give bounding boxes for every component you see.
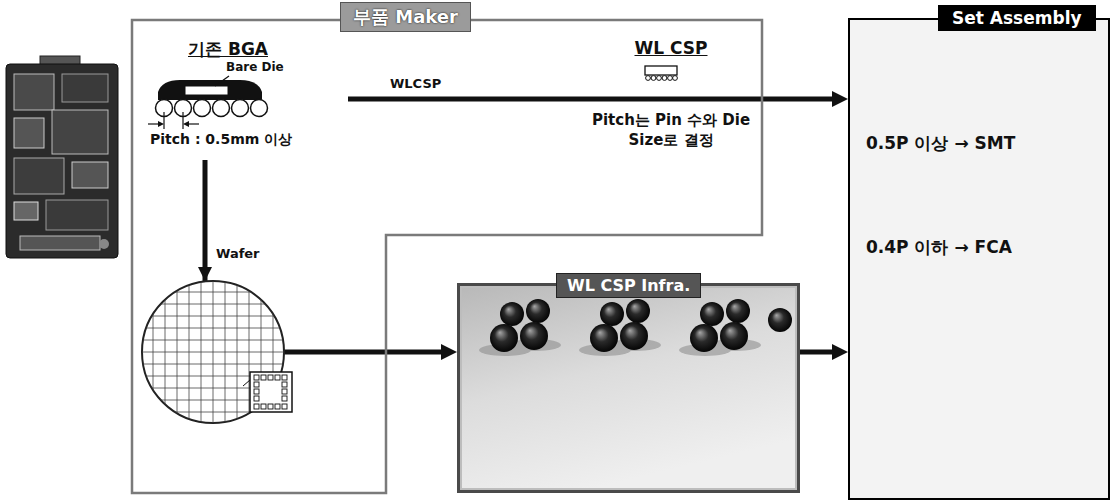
- region-badge: 부품 Maker: [340, 2, 471, 32]
- note-text: Pitch는 Pin 수와 Die Size로 결정: [585, 110, 757, 151]
- rule-text: 0.5P 이상 → SMT: [866, 132, 1015, 155]
- pitch-dimension: [148, 112, 199, 129]
- arrow-label: WLCSP: [388, 76, 443, 91]
- group-heading: 기존 BGA: [188, 38, 268, 61]
- wlcsp-group: WL CSP Pitch는 Pin 수와 Die Size로 결정: [585, 38, 763, 183]
- wlcsp-chip-icon: [645, 66, 677, 80]
- set-assembly-box: Set Assembly0.5P 이상 → SMT0.4P 이하 → FCA: [848, 18, 1110, 500]
- wafer-figure: [142, 267, 292, 423]
- callout-label: Bare Die: [226, 60, 284, 74]
- leader-line: [215, 76, 229, 86]
- infra-box: WL CSP Infra.: [457, 283, 800, 493]
- dimension-label: Pitch : 0.5mm 이상: [150, 131, 292, 149]
- flow-arrow: [348, 97, 838, 102]
- pcb-photo: [6, 56, 118, 258]
- group-heading: WL CSP: [585, 38, 757, 58]
- solder-ball-photo: [462, 288, 795, 488]
- box-badge: WL CSP Infra.: [556, 273, 701, 298]
- bga-package: [156, 80, 268, 117]
- flow-arrow: [800, 350, 838, 355]
- box-badge: Set Assembly: [938, 5, 1096, 31]
- rule-text: 0.4P 이하 → FCA: [866, 236, 1012, 259]
- arrow-label: Wafer: [214, 246, 262, 261]
